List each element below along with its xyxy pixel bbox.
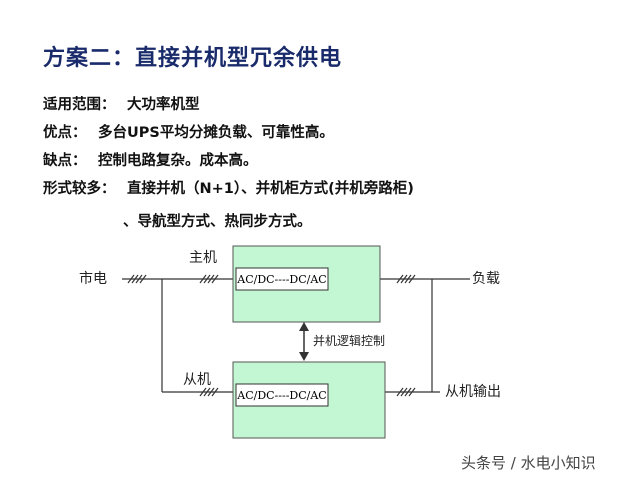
slave-converter-label: AC/DC----DC/AC xyxy=(236,389,326,402)
bullet-scope: 适用范围： 大功率机型 xyxy=(43,93,200,114)
bullet-value: 多台UPS平均分摊负载、可靠性高。 xyxy=(98,125,334,141)
watermark: 头条号 / 水电小知识 xyxy=(461,454,596,472)
parallel-logic-label: 并机逻辑控制 xyxy=(313,334,385,348)
bullet-value: 直接并机（N+1）、并机柜方式(并机旁路柜) xyxy=(127,181,414,197)
slave-output-label: 从机输出 xyxy=(445,384,501,400)
bullet-advantages: 优点： 多台UPS平均分摊负载、可靠性高。 xyxy=(43,121,334,142)
bullet-disadvantages: 缺点： 控制电路复杂。成本高。 xyxy=(43,149,258,170)
master-label: 主机 xyxy=(189,250,217,266)
master-converter-box xyxy=(235,267,329,291)
bullet-forms: 形式较多： 直接并机（N+1）、并机柜方式(并机旁路柜) xyxy=(43,177,414,198)
slave-label: 从机 xyxy=(183,372,211,388)
bullet-label: 优点： xyxy=(43,125,87,141)
bullet-value: 控制电路复杂。成本高。 xyxy=(98,153,258,169)
parallel-logic-arrow xyxy=(299,322,309,361)
master-converter-label: AC/DC----DC/AC xyxy=(236,273,326,286)
mains-label: 市电 xyxy=(79,270,107,287)
page-title: 方案二：直接并机型冗余供电 xyxy=(43,46,343,71)
three-phase-hatch-marks xyxy=(127,274,416,397)
bullet-forms-continuation: 、导航型方式、热同步方式。 xyxy=(123,214,312,230)
bullet-label: 缺点： xyxy=(43,153,87,169)
bullet-label: 适用范围： xyxy=(43,97,116,113)
bullet-value: 大功率机型 xyxy=(127,97,200,113)
slave-converter-box xyxy=(235,383,329,407)
bullet-label: 形式较多： xyxy=(43,181,116,197)
load-label: 负载 xyxy=(472,271,500,287)
